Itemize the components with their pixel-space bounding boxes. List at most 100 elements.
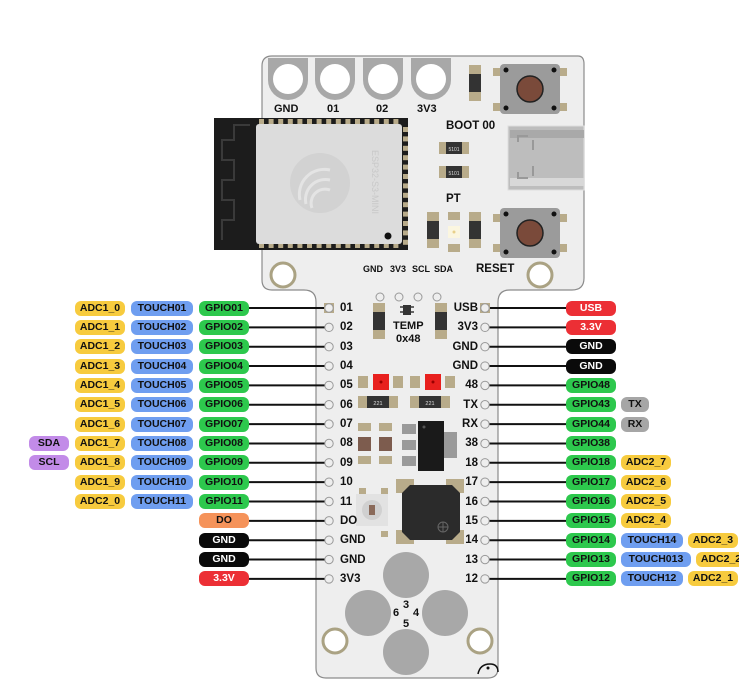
touch-label: TOUCH14 (621, 532, 683, 548)
resistor-5101-1: 5101 (439, 142, 469, 154)
module-pad (278, 243, 284, 248)
board-pin-label: USB (453, 302, 478, 314)
module-pad (403, 230, 408, 236)
pin-hole-left (324, 438, 334, 449)
touch-label: TOUCH08 (131, 435, 193, 451)
svg-text:5101: 5101 (448, 171, 459, 177)
touch-label: TOUCH12 (621, 571, 683, 587)
pin-hole-left (324, 477, 334, 487)
module-pad (393, 119, 399, 124)
pt-label: PT (446, 193, 461, 205)
pin-hole-left (324, 400, 334, 410)
touch-label: TOUCH06 (131, 397, 193, 413)
touch-label: TOUCH03 (131, 339, 193, 355)
module-pad (364, 119, 370, 124)
touch-label: TOUCH04 (131, 358, 193, 374)
gpio-label: GPIO02 (199, 319, 249, 335)
gpio-label: GPIO16 (566, 494, 616, 509)
resistor-1002-left (427, 212, 439, 248)
gpio-label: GPIO03 (199, 339, 249, 355)
resistor-1002-right (469, 212, 481, 248)
silk-top-3v3: 3V3 (417, 103, 437, 115)
led-right (410, 374, 455, 390)
pwr-label: USB (566, 300, 616, 316)
pwr-label: 3.3V (566, 319, 616, 335)
board-pin-label: 15 (465, 514, 478, 527)
pin-hole-right (480, 342, 490, 352)
gpio-label: GPIO04 (199, 358, 249, 374)
gpio-label: GPIO15 (566, 513, 616, 529)
module-pad (374, 243, 380, 248)
adc-label: ADC2_6 (621, 474, 671, 490)
mounting-hole (526, 261, 554, 289)
rgb-led (356, 488, 388, 537)
module-pad (268, 119, 274, 124)
phototransistor (448, 212, 460, 252)
module-pad (403, 239, 408, 245)
module-text: ESP32-S3-MINI (370, 150, 380, 214)
boot-button (493, 64, 567, 114)
temp-sensor-chip (400, 305, 414, 315)
gpio-label: GPIO48 (566, 377, 616, 393)
board-pin-label: RX (462, 418, 478, 431)
gpio-label: GPIO38 (566, 435, 616, 451)
pin-hole-left (324, 574, 334, 584)
pin-hole-left (324, 496, 334, 507)
adc-label: ADC2_1 (688, 571, 738, 587)
board-pin-label: 04 (340, 360, 353, 373)
board-pin-label: 09 (340, 456, 353, 469)
module-pad (345, 119, 351, 124)
board-pin-label: TX (463, 398, 478, 411)
gpio-label: GPIO11 (199, 494, 249, 509)
board-pin-label: 38 (465, 437, 478, 450)
adc-label: ADC2_7 (621, 455, 671, 471)
gpio-label: GPIO05 (199, 377, 249, 393)
pin-hole-left (324, 322, 334, 333)
pin-hole-right (480, 535, 490, 545)
module-pad (278, 119, 284, 124)
adc-label: ADC1_5 (75, 397, 125, 413)
module-pad (403, 136, 408, 142)
board-pin-label: 01 (340, 302, 353, 314)
touch-pad-3 (383, 552, 429, 598)
board-pin-label: 05 (340, 379, 353, 392)
board-pin-label: 14 (465, 534, 478, 547)
voltage-regulator (402, 421, 457, 471)
module-pad (259, 243, 264, 248)
silk-top-gnd: GND (274, 103, 299, 115)
temp-address: 0x48 (396, 333, 421, 345)
module-pad (297, 119, 303, 124)
pin-hole-right (480, 400, 490, 410)
pin-hole-right (480, 380, 490, 391)
module-pad (403, 145, 408, 151)
mounting-hole (321, 627, 349, 655)
pin-hole-right (480, 554, 490, 565)
uart-label: RX (621, 416, 649, 432)
board-pin-label: 12 (465, 572, 478, 585)
touch-pad-label-5: 5 (403, 618, 409, 630)
resistor-5101-left (373, 303, 385, 339)
gpio-label: GPIO18 (566, 455, 616, 471)
gpio-label: GPIO14 (566, 532, 616, 548)
module-pad (374, 119, 380, 124)
module-pad (307, 243, 312, 248)
board-pin-label: 03 (340, 340, 353, 353)
board-pin-label: GND (340, 534, 366, 547)
i2c-label-scl: SCL (412, 264, 430, 274)
touch-pad-label-6: 6 (393, 607, 399, 619)
i2c-label-3v3: 3V3 (390, 264, 407, 274)
i2c-label-gnd: GND (363, 264, 383, 274)
i2c-label: SCL (29, 455, 69, 471)
board-pin-label: 18 (465, 456, 478, 469)
resistor-5101-2: 5101 (439, 166, 469, 178)
module-pad (403, 192, 408, 198)
pin-hole-left (324, 458, 334, 468)
i2c-label-sda: SDA (434, 264, 454, 274)
board-pin-label: DO (340, 514, 358, 527)
module-pad (393, 243, 399, 248)
board-pin-label: GND (340, 553, 366, 566)
module-pad (316, 119, 322, 124)
adc-label: ADC2_0 (75, 494, 125, 509)
module-pad (316, 243, 322, 248)
